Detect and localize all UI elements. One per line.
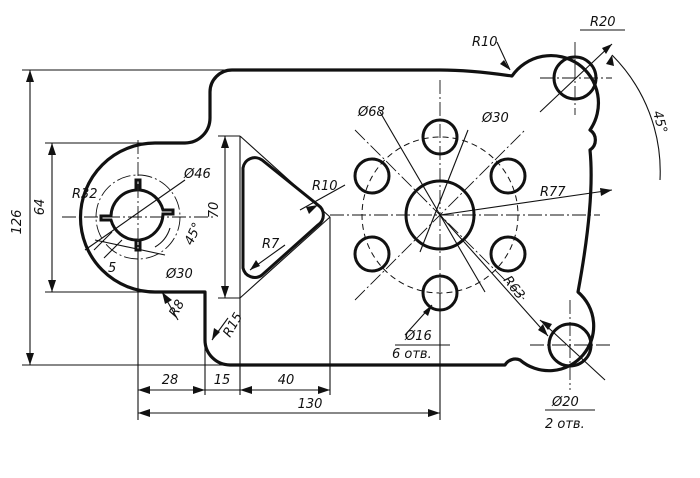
label-64: 64: [33, 199, 48, 216]
d68-leader: [379, 111, 486, 293]
dimension-labels: 126 64 70 28 15 40 130 R32 Ø46 Ø30 45° 5…: [10, 15, 670, 432]
top-right-lobe: [496, 29, 661, 181]
arrow-126-top: [26, 70, 34, 82]
arrow-64-bottom: [48, 280, 56, 292]
label-r32: R32: [72, 187, 98, 202]
label-angle-45-right: 45°: [649, 109, 669, 135]
arrow-r15: [212, 328, 220, 340]
label-r10-triangle: R10: [312, 179, 338, 194]
arrow-r10-triangle: [306, 205, 318, 214]
arrow-d16: [423, 305, 432, 316]
label-r20: R20: [590, 15, 616, 30]
hole-3: [489, 235, 527, 273]
r77-line: [439, 189, 613, 216]
bottom-right-lobe: [530, 300, 612, 390]
arrow-70-top: [221, 136, 229, 148]
angle-arc-left: [154, 227, 171, 248]
arrow-r63: [538, 324, 548, 336]
d30-leader: [94, 239, 166, 256]
label-28: 28: [162, 373, 179, 388]
label-40: 40: [278, 373, 295, 388]
d46-leader: [84, 179, 186, 251]
label-d20-count: 2 отв.: [545, 417, 585, 432]
hole-6: [353, 157, 391, 195]
d20-leader: [539, 319, 606, 381]
arrow-r10-top: [500, 60, 510, 70]
slot-dim-line-a: [93, 231, 113, 251]
r20-leader: [539, 43, 613, 113]
arrow-64-top: [48, 143, 56, 155]
r10-triangle-leader: [299, 184, 346, 211]
hole-5: [353, 235, 391, 273]
label-126: 126: [10, 210, 25, 235]
triangular-cutout: [218, 135, 346, 299]
arrow-r77: [600, 188, 612, 196]
arrow-126-bottom: [26, 353, 34, 365]
arrow-r8: [162, 292, 172, 304]
arrow-70-bottom: [221, 286, 229, 298]
left-boss: [62, 140, 215, 295]
label-d30-center: Ø30: [481, 111, 509, 126]
d30-leader: [419, 129, 469, 253]
arrow-d20: [540, 320, 552, 330]
slotted-hole: [99, 178, 175, 252]
label-70: 70: [207, 202, 222, 219]
arrow-40-right: [318, 386, 330, 394]
arrow-28-left: [138, 386, 150, 394]
label-d20: Ø20: [551, 395, 579, 410]
slot-dim-line-b: [103, 239, 123, 259]
dimension-lines: [22, 44, 614, 420]
label-d16-count: 6 отв.: [392, 347, 432, 362]
r63-line: [439, 214, 549, 337]
triangle-construction-top: [239, 135, 331, 218]
triangle-construction-bottom: [239, 216, 331, 299]
part-outline: [78, 53, 601, 373]
label-r10-top: R10: [472, 35, 498, 50]
label-r15: R15: [220, 310, 246, 340]
label-130: 130: [298, 397, 323, 412]
label-d30-left: Ø30: [165, 267, 193, 282]
arrow-r7: [250, 260, 260, 270]
label-angle-45: 45°: [182, 220, 205, 247]
arrow-130-left: [138, 409, 150, 417]
central-hub: [330, 80, 613, 360]
arrow-r20: [602, 44, 612, 54]
label-d16: Ø16: [404, 329, 432, 344]
label-d68: Ø68: [357, 105, 385, 120]
label-slot-5: 5: [108, 261, 116, 276]
label-r77: R77: [540, 185, 566, 200]
label-15: 15: [214, 373, 231, 388]
angle-arc-right: [611, 54, 661, 181]
arrow-40-left: [240, 386, 252, 394]
arrow-28-right: [193, 386, 205, 394]
label-r8: R8: [166, 298, 188, 320]
hole-2: [489, 157, 527, 195]
arrow-angle-right: [606, 55, 614, 66]
arrow-130-right: [428, 409, 440, 417]
r10-top-leader: [496, 41, 511, 71]
triangle-slot: [241, 156, 325, 279]
label-r7: R7: [262, 237, 280, 252]
label-d46: Ø46: [183, 167, 211, 182]
